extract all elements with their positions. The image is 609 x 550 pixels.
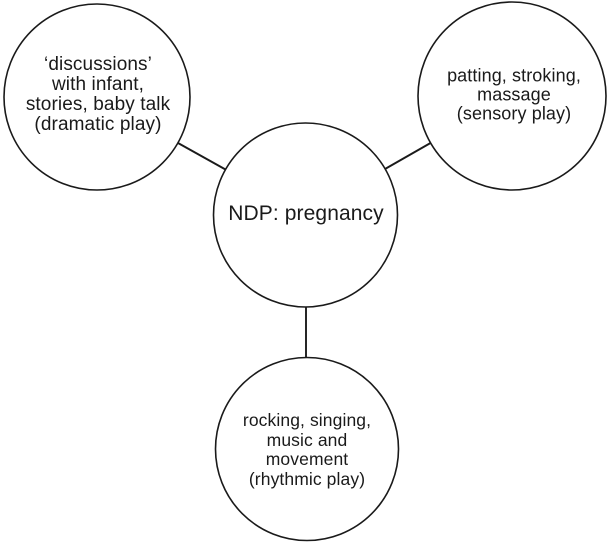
node-label-line: rocking, singing, (242, 410, 372, 430)
connector-sensory-play (384, 142, 431, 170)
node-label-line: with infant, (51, 74, 145, 95)
node-label-line: patting, stroking, (447, 65, 581, 86)
node-circle-dramatic-play (3, 3, 191, 191)
node-label-line: ‘discussions’ (44, 54, 152, 75)
center-node-circle (212, 122, 399, 308)
node-label-sensory-play: patting, stroking, massage (sensory play… (447, 65, 581, 124)
node-label-line: music and (266, 429, 348, 450)
node-circle-rhythmic-play (214, 356, 400, 542)
node-label-rhythmic-play: rocking, singing, music and movement (rh… (242, 410, 372, 489)
node-label-line: (sensory play) (456, 103, 572, 124)
node-label-line: (dramatic play) (34, 114, 162, 135)
node-circle-sensory-play (417, 1, 607, 191)
node-label-line: massage (477, 84, 551, 105)
node-label-line: stories, baby talk (25, 94, 171, 115)
center-node-label: NDP: pregnancy (228, 202, 384, 225)
connector-dramatic-play (177, 142, 226, 171)
node-label-line: (rhythmic play) (248, 468, 366, 489)
node-label-dramatic-play: ‘discussions’ with infant, stories, baby… (26, 55, 170, 135)
node-label-line: movement (265, 449, 349, 469)
